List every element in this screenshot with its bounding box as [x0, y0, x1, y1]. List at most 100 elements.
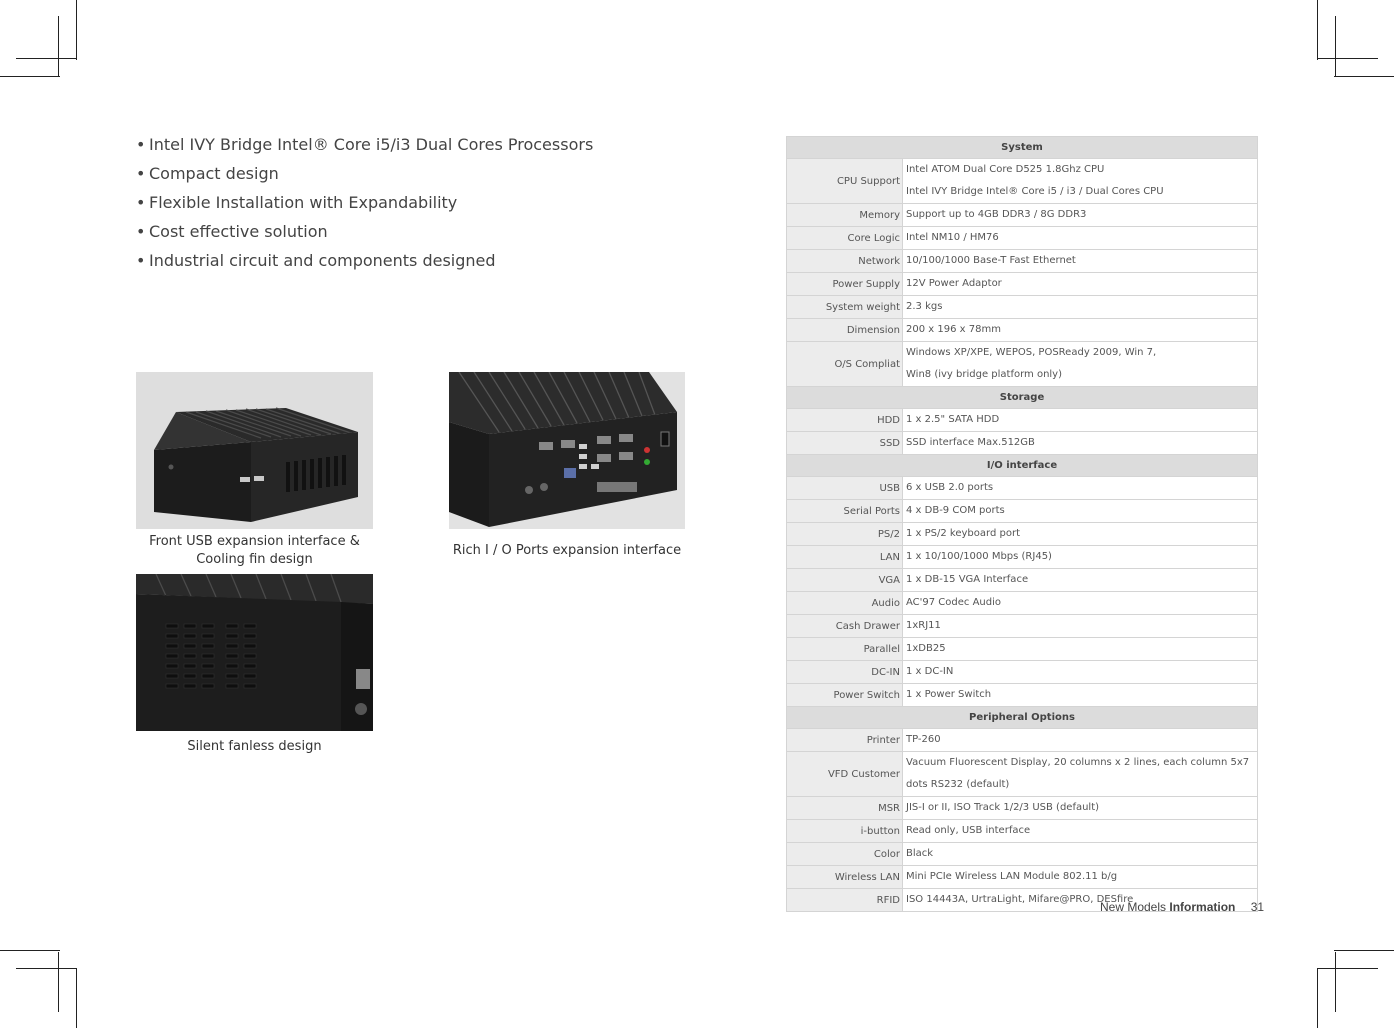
spec-value: SSD interface Max.512GB	[902, 431, 1258, 455]
spec-label: CPU Support	[786, 158, 903, 204]
spec-label: Power Supply	[786, 272, 903, 296]
spec-label: LAN	[786, 545, 903, 569]
spec-value: 1 x Power Switch	[902, 683, 1258, 707]
spec-label: Parallel	[786, 637, 903, 661]
crop-mark	[76, 968, 77, 1028]
product-photo-front	[136, 372, 373, 529]
crop-mark	[1334, 76, 1394, 77]
section-title: Peripheral Options	[786, 706, 1258, 729]
crop-mark	[76, 0, 77, 60]
feature-item: •Industrial circuit and components desig…	[136, 251, 496, 270]
spec-value-line: Vacuum Fluorescent Display, 20 columns x…	[906, 757, 1250, 768]
spec-value: TP-260	[902, 728, 1258, 752]
caption-side: Silent fanless design	[136, 738, 373, 756]
crop-mark	[16, 968, 76, 969]
caption-line: Rich I / O Ports expansion interface	[452, 543, 682, 558]
spec-value: Vacuum Fluorescent Display, 20 columns x…	[902, 751, 1258, 797]
spec-value-line: Mini PCIe Wireless LAN Module 802.11 b/g	[906, 871, 1118, 882]
page-number: 31	[1250, 900, 1265, 914]
footer-prefix: New Models	[1100, 900, 1167, 914]
spec-value-line: 1xRJ11	[906, 620, 941, 631]
spec-value: Support up to 4GB DDR3 / 8G DDR3	[902, 203, 1258, 227]
spec-value-line: 1 x PS/2 keyboard port	[906, 528, 1020, 539]
spec-value: 1 x DC-IN	[902, 660, 1258, 684]
product-photo-rear	[449, 372, 685, 529]
spec-section-header: Peripheral Options	[786, 706, 1258, 729]
caption-rear: Rich I / O Ports expansion interface	[449, 542, 685, 560]
spec-value: 12V Power Adaptor	[902, 272, 1258, 296]
spec-value-line: 1 x DC-IN	[906, 666, 954, 677]
crop-mark	[1317, 0, 1318, 60]
page-footer: New Models Information 31	[1100, 900, 1264, 914]
spec-value-line: 1 x Power Switch	[906, 689, 992, 700]
crop-mark	[1335, 952, 1336, 1012]
crop-mark	[0, 76, 60, 77]
spec-label: Network	[786, 249, 903, 273]
spec-value: Windows XP/XPE, WEPOS, POSReady 2009, Wi…	[902, 341, 1258, 387]
section-title: I/O interface	[786, 454, 1258, 477]
spec-label: PS/2	[786, 522, 903, 546]
spec-label: i-button	[786, 819, 903, 843]
spec-section-header: I/O interface	[786, 454, 1258, 477]
spec-label: Core Logic	[786, 226, 903, 250]
crop-mark	[16, 58, 76, 59]
crop-mark	[58, 952, 59, 1012]
spec-label: System weight	[786, 295, 903, 319]
spec-value-line: ISO 14443A, UrtraLight, Mifare@PRO, DESf…	[906, 894, 1134, 905]
spec-value-line: 4 x DB-9 COM ports	[906, 505, 1005, 516]
spec-label: SSD	[786, 431, 903, 455]
spec-label: Audio	[786, 591, 903, 615]
section-title: Storage	[786, 386, 1258, 409]
spec-value-line: Intel NM10 / HM76	[906, 232, 999, 243]
spec-value: 1 x 2.5" SATA HDD	[902, 408, 1258, 432]
spec-value-line: 1 x 2.5" SATA HDD	[906, 414, 1000, 425]
spec-label: VFD Customer	[786, 751, 903, 797]
feature-item: •Flexible Installation with Expandabilit…	[136, 193, 458, 212]
spec-value-line: Black	[906, 848, 934, 859]
spec-label: Power Switch	[786, 683, 903, 707]
spec-value-line: 1 x DB-15 VGA Interface	[906, 574, 1029, 585]
spec-value-line: TP-260	[906, 734, 941, 745]
spec-value-line: 10/100/1000 Base-T Fast Ethernet	[906, 255, 1076, 266]
spec-section-header: System	[786, 136, 1258, 159]
spec-label: DC-IN	[786, 660, 903, 684]
spec-value-line: Support up to 4GB DDR3 / 8G DDR3	[906, 209, 1087, 220]
spec-value: Black	[902, 842, 1258, 866]
caption-line: Silent fanless design	[187, 739, 322, 754]
spec-value-line: Intel IVY Bridge Intel® Core i5 / i3 / D…	[906, 186, 1164, 197]
spec-value: 1xRJ11	[902, 614, 1258, 638]
feature-item: •Intel IVY Bridge Intel® Core i5/i3 Dual…	[136, 135, 594, 154]
crop-mark	[1335, 16, 1336, 76]
spec-value: Mini PCIe Wireless LAN Module 802.11 b/g	[902, 865, 1258, 889]
spec-label: VGA	[786, 568, 903, 592]
spec-value-line: Intel ATOM Dual Core D525 1.8Ghz CPU	[906, 164, 1105, 175]
spec-value-line: Windows XP/XPE, WEPOS, POSReady 2009, Wi…	[906, 347, 1157, 358]
feature-item: •Cost effective solution	[136, 222, 328, 241]
spec-label: HDD	[786, 408, 903, 432]
footer-section: Information	[1169, 900, 1236, 914]
spec-value-line: 1xDB25	[906, 643, 946, 654]
spec-value: 2.3 kgs	[902, 295, 1258, 319]
crop-mark	[0, 950, 60, 951]
spec-value: 200 x 196 x 78mm	[902, 318, 1258, 342]
spec-label: Printer	[786, 728, 903, 752]
spec-value: 1 x DB-15 VGA Interface	[902, 568, 1258, 592]
spec-value: JIS-I or II, ISO Track 1/2/3 USB (defaul…	[902, 796, 1258, 820]
crop-mark	[1317, 968, 1318, 1028]
